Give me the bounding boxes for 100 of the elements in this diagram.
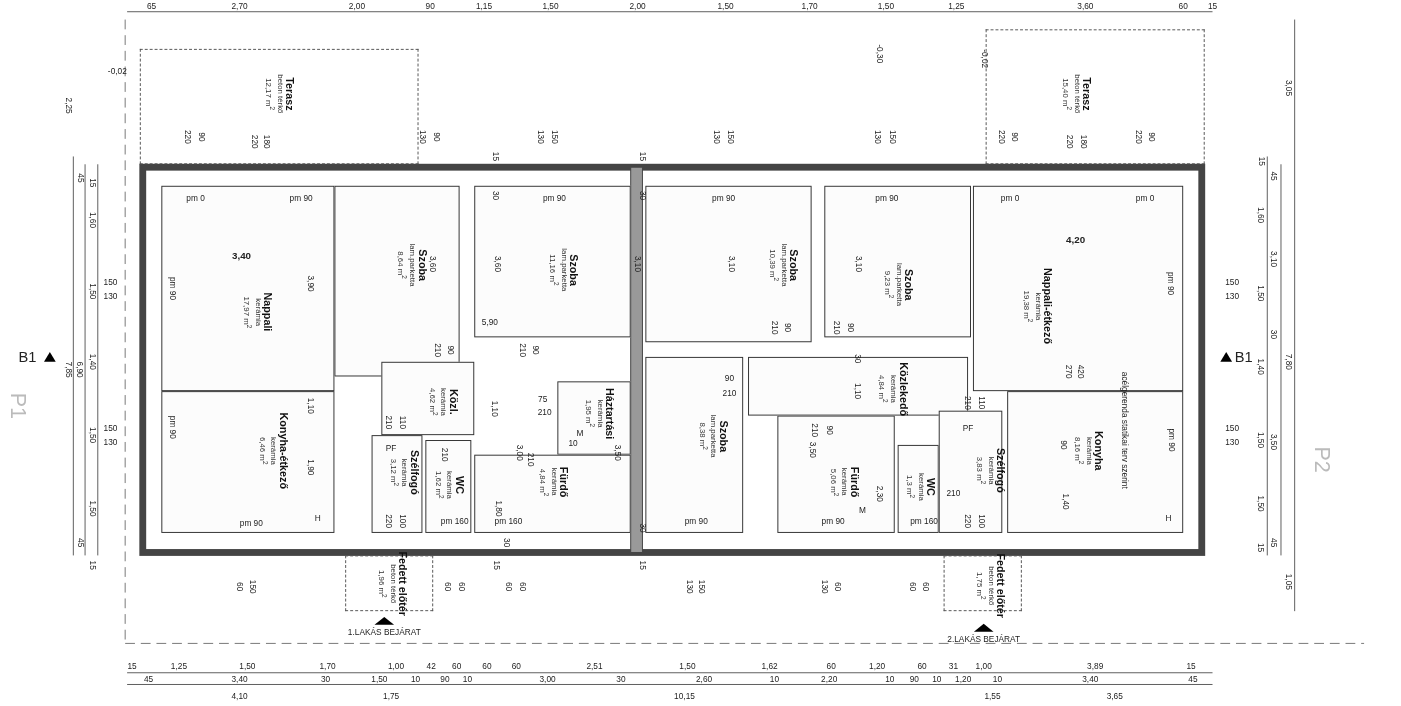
dimension-value: 90 — [1147, 132, 1157, 142]
dimension-value: 150 — [550, 129, 559, 144]
room-outline — [425, 440, 472, 533]
dimension-value: 1,70 — [801, 1, 818, 10]
room-outline — [897, 444, 939, 533]
room-outline — [748, 356, 969, 416]
dimension-value: 30 — [321, 675, 331, 684]
dimension-value: 3,10 — [1269, 251, 1279, 268]
dimension-value: 7,80 — [1284, 353, 1293, 370]
dimension-value: 45 — [77, 173, 86, 183]
dimension-value: 10 — [769, 675, 780, 684]
room-outline — [938, 410, 1003, 533]
dimension-value: 4,20 — [1066, 234, 1086, 245]
room-outline — [824, 185, 971, 338]
dimension-value: 30 — [638, 523, 647, 533]
dimension-value: 15 — [638, 151, 647, 162]
dimension-value: pm 90 — [875, 194, 899, 203]
room-name: Háztartási — [603, 387, 616, 440]
dimension-value: 150 — [1225, 424, 1239, 433]
appliance-letter: H — [1165, 514, 1172, 523]
dimension-value: 3,40 — [232, 251, 252, 262]
dimension-value: 15 — [127, 661, 137, 671]
dimension-value: 1,25 — [170, 661, 188, 671]
dimension-value: 60 — [511, 661, 521, 671]
dimension-value: 10 — [462, 675, 473, 684]
section-mark: B1 — [1234, 349, 1253, 365]
dimension-value: 65 — [146, 1, 157, 10]
room-name: Fürdő — [557, 466, 570, 498]
dimension-value: 130 — [1225, 292, 1239, 301]
dimension-value: 60 — [917, 661, 927, 671]
dimension-value: 1,50 — [679, 661, 696, 671]
room-name: Konyha — [1093, 431, 1104, 471]
room-name: Szélfogó — [408, 449, 420, 495]
dimension-value: 90 — [724, 374, 735, 383]
dimension-value: 3,10 — [633, 255, 642, 273]
dimension-value: 2,00 — [629, 1, 646, 10]
dimension-value: pm 0 — [1000, 194, 1020, 203]
dimension-value: 2,00 — [348, 1, 365, 10]
plot-mark: P2 — [1311, 446, 1333, 473]
dimension-value: 10 — [885, 675, 895, 684]
dimension-value: 150 — [248, 579, 257, 594]
dimension-value: 3,50 — [808, 441, 817, 458]
dimension-value: 10 — [932, 675, 942, 684]
dimension-value: pm 90 — [168, 276, 178, 300]
dimension-value: pm 90 — [684, 517, 708, 526]
dimension-value: pm 90 — [168, 415, 178, 439]
dimension-value: 210 — [722, 388, 737, 398]
dimension-value: 75 — [538, 394, 548, 404]
dimension-value: 60 — [504, 582, 513, 592]
room-name: Szoba — [717, 420, 729, 452]
level-value: -0,02 — [107, 67, 127, 76]
dimension-value: 1,40 — [1061, 493, 1070, 510]
dimension-value: 1,05 — [1284, 573, 1293, 590]
dimension-value: 3,60 — [428, 255, 437, 273]
dimension-value: 30 — [616, 675, 626, 684]
dimension-value: 1,25 — [948, 1, 965, 10]
dimension-value: 210 — [385, 415, 394, 430]
room-name: Terasz — [284, 77, 296, 111]
dimension-value: 60 — [833, 582, 843, 592]
dimension-value: 1,50 — [371, 675, 388, 684]
dimension-value: 180 — [262, 134, 272, 149]
dimension-value: 90 — [1010, 132, 1020, 142]
dimension-value: 210 — [810, 423, 819, 438]
room-name: Konyha-étkező — [277, 412, 289, 490]
appliance-letter: H — [314, 514, 321, 523]
dimension-value: 130 — [103, 292, 118, 301]
dimension-value: 90 — [197, 132, 206, 142]
dimension-value: 1,60 — [88, 211, 98, 229]
dimension-value: 60 — [443, 582, 452, 592]
dimension-value: 220 — [1065, 134, 1074, 149]
dimension-value: 90 — [440, 675, 450, 684]
dimension-value: pm 90 — [1166, 272, 1175, 296]
dimension-value: 15 — [1186, 661, 1196, 671]
dimension-value: 1,50 — [877, 1, 894, 10]
dimension-value: 15 — [88, 560, 98, 570]
dimension-value: 1,50 — [542, 1, 559, 10]
room-name: Szoba — [787, 249, 799, 281]
dimension-value: 1,10 — [306, 397, 316, 414]
dimension-value: 150 — [726, 129, 735, 144]
dimension-value: 150 — [103, 278, 118, 287]
dimension-value: 130 — [685, 579, 694, 594]
room-outline — [777, 415, 895, 533]
dimension-value: 150 — [697, 579, 707, 594]
dimension-value: 3,05 — [1284, 79, 1293, 97]
dimension-value: 1,60 — [1256, 207, 1265, 224]
room-name: Közl. — [447, 389, 459, 415]
dimension-value: 60 — [235, 582, 244, 592]
dimension-value: 15 — [1256, 542, 1265, 553]
room-outline — [161, 185, 335, 392]
dimension-value: 1,75 — [383, 692, 400, 701]
room-name: Terasz — [1080, 77, 1093, 111]
dimension-value: 1,62 — [761, 661, 778, 671]
dimension-value: 2,20 — [821, 675, 838, 684]
dimension-value: 90 — [1059, 440, 1069, 450]
dimension-value: 90 — [531, 345, 540, 355]
dimension-value: pm 160 — [910, 517, 938, 526]
dimension-value: 1,15 — [475, 1, 493, 10]
dimension-value: PF — [962, 424, 974, 433]
dimension-value: 210 — [832, 320, 842, 335]
dimension-value: 220 — [997, 129, 1006, 144]
